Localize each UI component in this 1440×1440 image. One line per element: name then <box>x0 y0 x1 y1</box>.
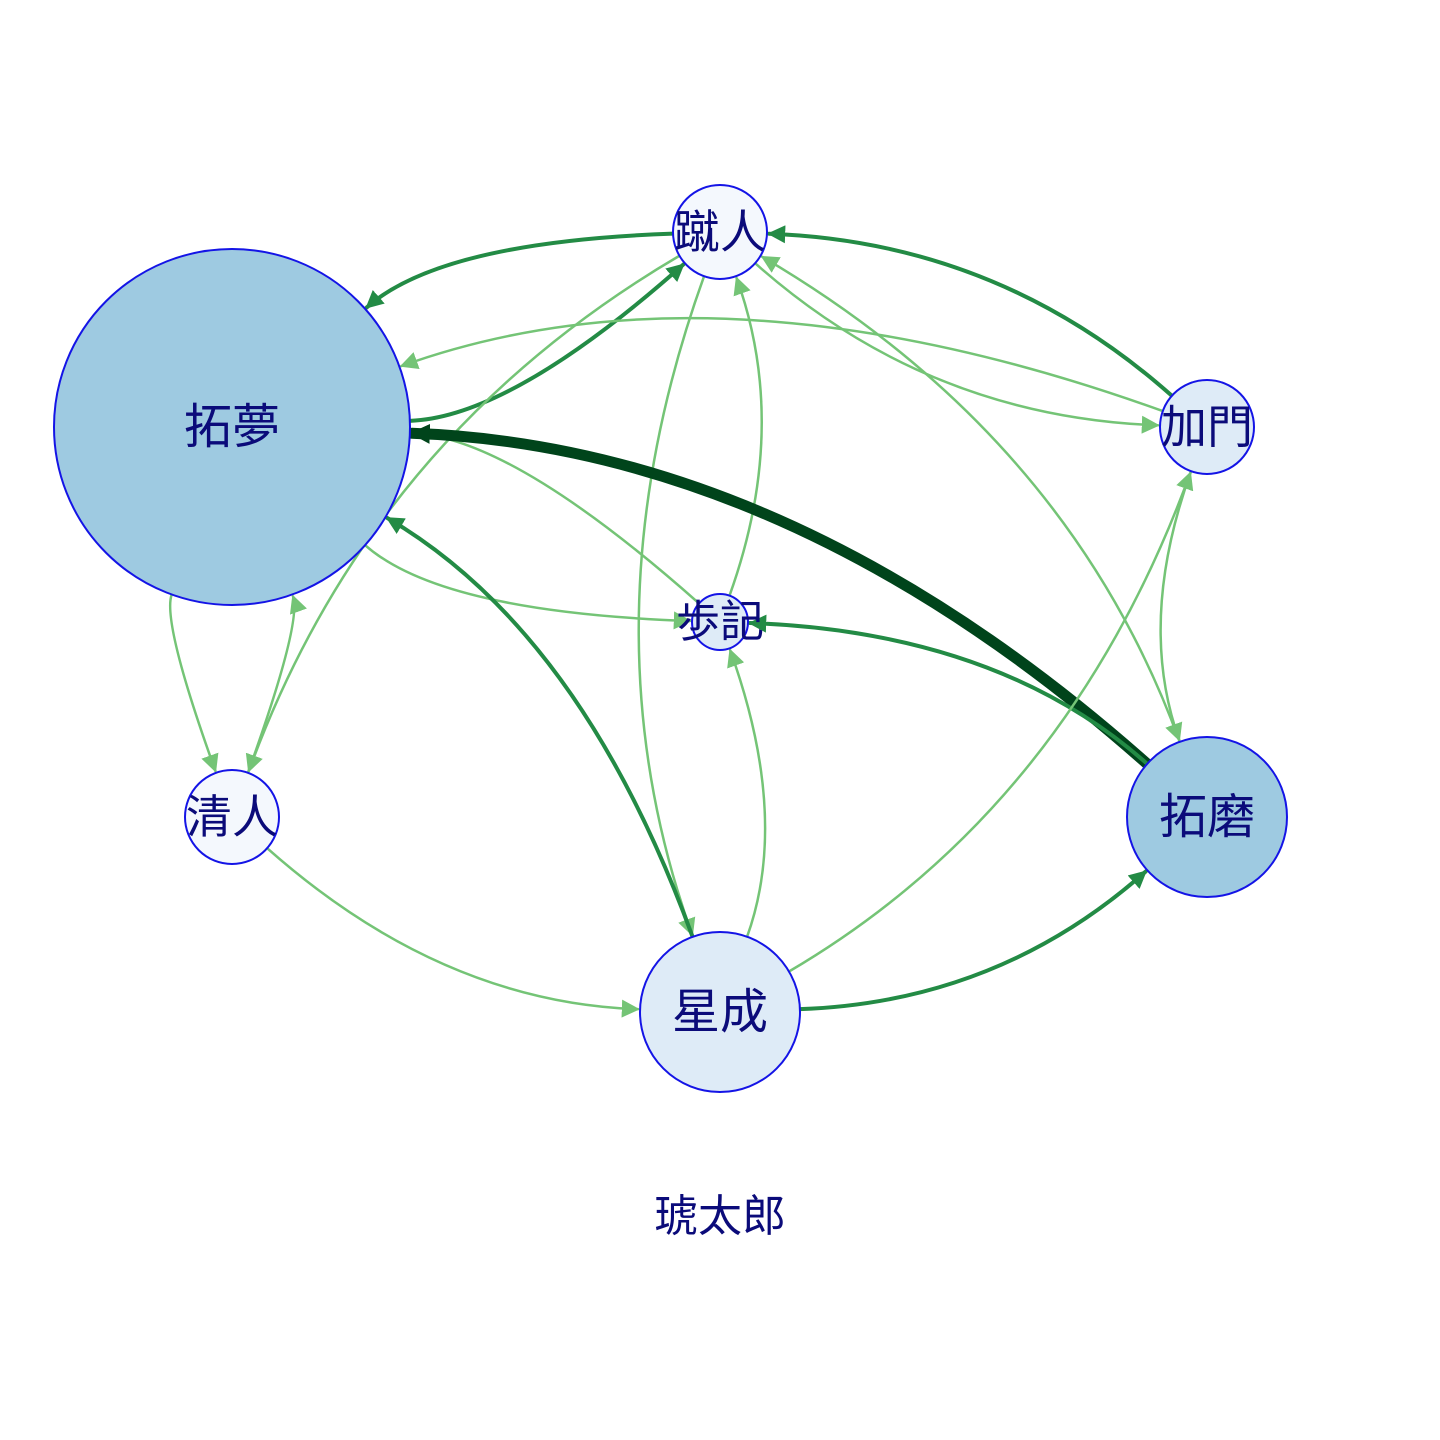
node-circle-kiyoto <box>184 769 280 865</box>
node-kiyoto: 清人 <box>184 769 280 865</box>
node-shujin: 蹴人 <box>672 184 768 280</box>
node-label-ayuki: 歩記 <box>676 597 764 648</box>
edge-shujin-to-takumu <box>364 231 676 310</box>
edge-takuma-to-takumu <box>406 423 1153 770</box>
edge-kiyoto-to-seinari <box>265 846 640 1018</box>
node-takuma: 拓磨 <box>1126 736 1288 898</box>
edge-seinari-to-kamon <box>787 471 1194 973</box>
node-label-takuma: 拓磨 <box>1159 789 1255 845</box>
node-kamon: 加門 <box>1159 379 1255 475</box>
node-takumu: 拓夢 <box>53 248 411 606</box>
edge-shujin-to-seinari <box>637 274 706 937</box>
edge-ayuki-to-takumu <box>410 424 701 605</box>
node-circle-takumu <box>53 248 411 606</box>
edge-kamon-to-takuma <box>1159 469 1193 742</box>
node-ayuki: 歩記 <box>676 593 764 651</box>
edge-seinari-to-ayuki <box>727 648 767 938</box>
edge-takumu-to-shujin <box>407 262 686 423</box>
node-circle-takuma <box>1126 736 1288 898</box>
node-label-kamon: 加門 <box>1161 400 1253 454</box>
node-circle-shujin <box>672 184 768 280</box>
node-label-seinari: 星成 <box>672 984 768 1040</box>
node-seinari: 星成 <box>639 931 801 1093</box>
edge-seinari-to-takumu <box>385 515 695 939</box>
node-label-shujin: 蹴人 <box>674 205 766 259</box>
node-circle-seinari <box>639 931 801 1093</box>
edge-shujin-to-kiyoto <box>245 254 681 773</box>
node-label-kiyoto: 清人 <box>186 790 278 844</box>
edge-kamon-to-takumu <box>399 316 1165 413</box>
edge-takuma-to-ayuki <box>747 614 1150 766</box>
edge-ayuki-to-shujin <box>728 276 763 597</box>
graph-caption: 琥太郎 <box>654 1191 786 1242</box>
edge-kiyoto-to-takumu <box>246 594 307 775</box>
node-circle-ayuki <box>691 593 749 651</box>
node-label-takumu: 拓夢 <box>184 399 280 455</box>
edge-shujin-to-kamon <box>753 261 1160 434</box>
edge-takumu-to-kiyoto <box>168 593 219 773</box>
node-circle-kamon <box>1159 379 1255 475</box>
edge-takumu-to-ayuki <box>363 543 692 630</box>
edge-seinari-to-takuma <box>797 869 1148 1012</box>
edge-takuma-to-shujin <box>760 255 1181 744</box>
edge-kamon-to-shujin <box>766 225 1174 398</box>
edges-layer <box>168 225 1194 1018</box>
